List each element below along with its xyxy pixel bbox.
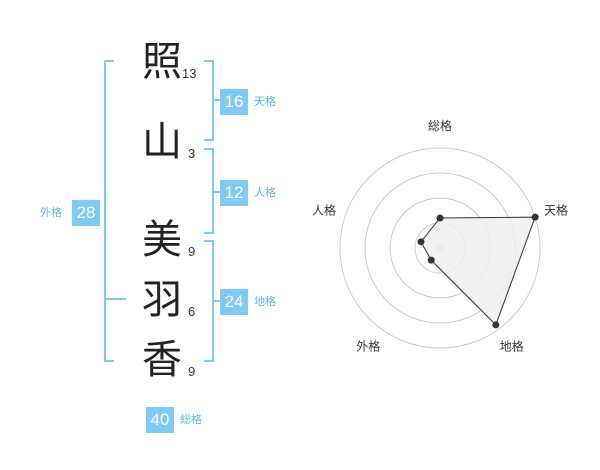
radar-axis-label: 天格	[544, 202, 568, 217]
tenkaku-connector	[212, 99, 220, 101]
radar-axis-label: 地格	[500, 339, 524, 354]
stroke-count-1: 13	[182, 66, 197, 81]
radar-point	[492, 321, 500, 329]
radar-axis-label: 外格	[356, 339, 380, 354]
chikaku-value: 24	[220, 289, 248, 315]
gaikaku-value: 28	[72, 200, 100, 226]
chikaku-connector	[212, 300, 220, 302]
kanji-2: 山	[142, 119, 182, 165]
radar-axis-label: 総格	[428, 118, 452, 133]
soukaku-value: 40	[146, 407, 174, 433]
jinkaku-connector	[212, 191, 220, 193]
stroke-count-4: 6	[188, 304, 196, 319]
stroke-count-2: 3	[188, 146, 196, 161]
jinkaku-value: 12	[220, 180, 248, 206]
stroke-count-3: 9	[188, 244, 196, 259]
kanji-4: 羽	[142, 277, 182, 323]
stroke-count-5: 9	[188, 364, 196, 379]
kanji-1: 照	[142, 39, 182, 85]
tenkaku-label: 天格	[254, 95, 276, 108]
radar-point	[417, 238, 425, 246]
radar-series-area	[420, 216, 536, 326]
gaikaku-label: 外格	[40, 206, 62, 219]
gaikaku-inner-tick	[106, 298, 126, 300]
jinkaku-label: 人格	[254, 186, 276, 199]
radar-point	[436, 214, 444, 222]
tenkaku-value: 16	[220, 89, 248, 115]
chikaku-label: 地格	[254, 295, 276, 308]
radar-axis-label: 人格	[312, 202, 336, 217]
radar-point	[531, 213, 539, 221]
radar-ring	[339, 147, 541, 349]
kanji-3: 美	[142, 217, 182, 263]
kanji-5: 香	[142, 337, 182, 383]
soukaku-label: 総格	[180, 413, 202, 426]
gaikaku-bracket	[104, 60, 114, 362]
radar-point	[427, 256, 435, 264]
